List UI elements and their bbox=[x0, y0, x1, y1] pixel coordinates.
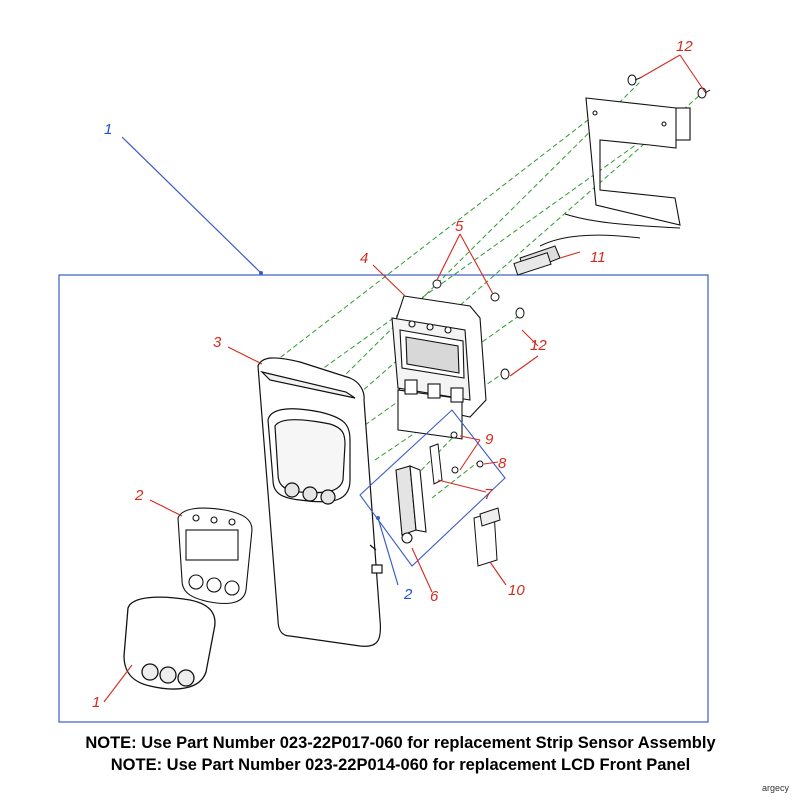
callout-6: 6 bbox=[430, 588, 439, 605]
screw-12-top-left bbox=[627, 74, 643, 86]
nut-8 bbox=[476, 460, 484, 468]
callout-leaders bbox=[103, 54, 706, 703]
assembly-leader-1 bbox=[121, 136, 262, 274]
strip-sensor-leader bbox=[377, 517, 399, 586]
callout-10: 10 bbox=[508, 582, 525, 599]
screw-5-left bbox=[432, 279, 442, 289]
callout-12-top: 12 bbox=[676, 38, 693, 55]
callout-8: 8 bbox=[498, 455, 507, 472]
callout-9: 9 bbox=[485, 431, 494, 448]
callout-2-subassembly: 2 bbox=[403, 586, 413, 603]
screw-12-mid-upper bbox=[515, 307, 525, 319]
front-bezel bbox=[123, 596, 216, 690]
callout-5: 5 bbox=[455, 218, 464, 235]
screw-9-upper bbox=[450, 431, 458, 439]
lcd-front-panel bbox=[177, 507, 253, 605]
callout-12-mid: 12 bbox=[530, 337, 547, 354]
strip-sensor-subassembly-box bbox=[359, 409, 506, 567]
screw-5-right bbox=[490, 292, 500, 302]
note-lcd-panel: NOTE: Use Part Number 023-22P014-060 for… bbox=[110, 756, 691, 774]
callout-3: 3 bbox=[213, 334, 222, 351]
lcd-board bbox=[391, 295, 487, 440]
assembly-leader-dot bbox=[259, 271, 263, 275]
note-strip-sensor: NOTE: Use Part Number 023-22P017-060 for… bbox=[85, 734, 716, 752]
strip-sensor-leader-dot bbox=[376, 516, 380, 520]
screw-12-top-right bbox=[697, 87, 711, 99]
callout-2-panel: 2 bbox=[134, 487, 144, 504]
exploded-parts-diagram: 1 12 5 4 11 3 12 9 8 7 2 2 6 10 1 bbox=[58, 38, 711, 723]
callout-4: 4 bbox=[360, 250, 368, 267]
label-10 bbox=[473, 507, 501, 567]
callout-11: 11 bbox=[590, 249, 606, 266]
strip-sensor bbox=[395, 465, 427, 544]
screw-9-lower bbox=[451, 466, 459, 474]
bracket bbox=[585, 97, 691, 226]
screw-12-mid-lower bbox=[500, 368, 510, 380]
front-housing bbox=[257, 357, 383, 647]
callout-1-assembly: 1 bbox=[104, 121, 112, 138]
watermark: argecy bbox=[761, 783, 789, 793]
callout-1-bezel: 1 bbox=[92, 694, 100, 711]
sensor-plate bbox=[429, 443, 443, 485]
callout-7: 7 bbox=[484, 486, 493, 503]
